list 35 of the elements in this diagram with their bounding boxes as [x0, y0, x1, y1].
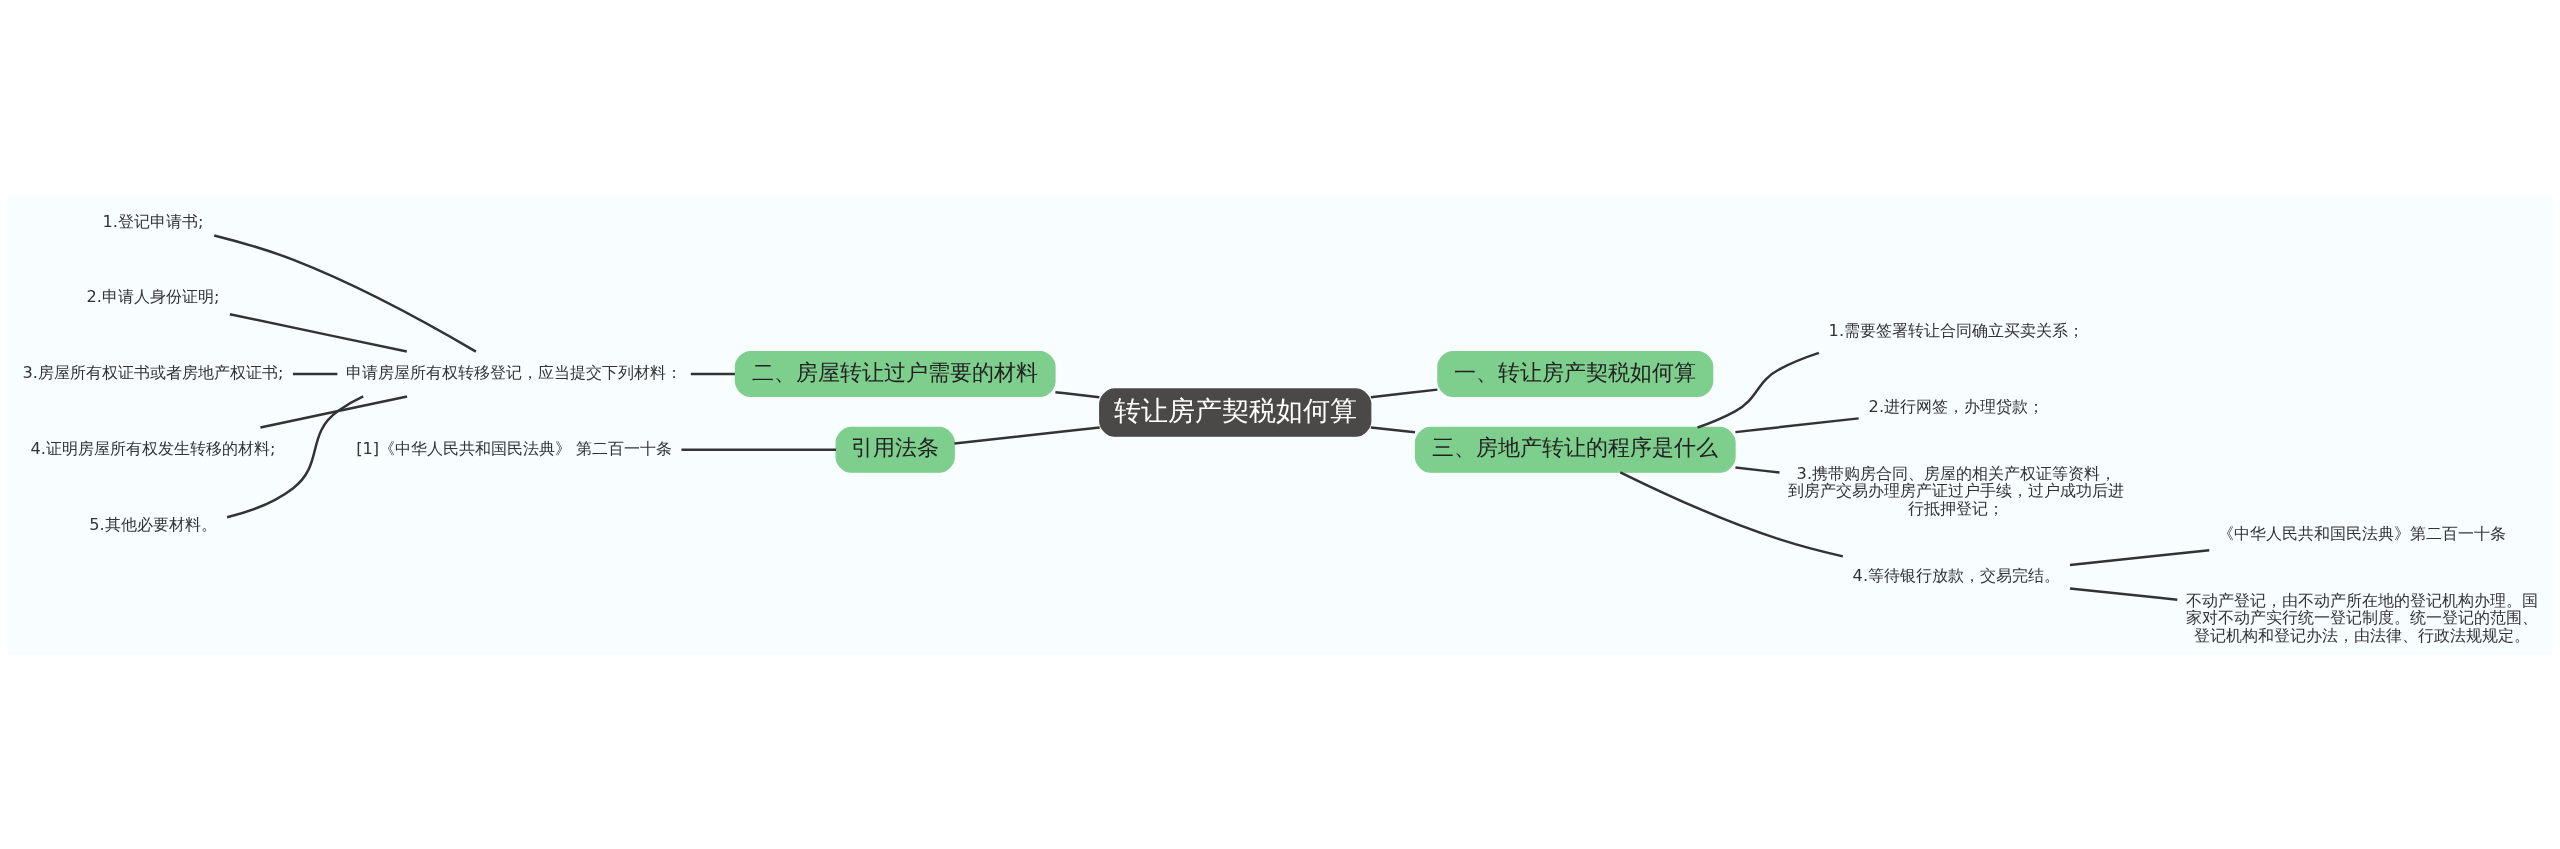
connector [1370, 425, 1416, 434]
connector [1697, 351, 1820, 429]
node-box: 一、转让房产契税如何算 [1437, 350, 1714, 397]
node-box: 三、房地产转让的程序是什么 [1414, 426, 1736, 473]
connector [1370, 387, 1438, 398]
node-text: [1]《中华人民共和国民法典》 第二百一十条 [356, 438, 673, 458]
connector [2069, 548, 2210, 566]
node-text: 申请房屋所有权转移登记，应当提交下列材料： [346, 362, 683, 382]
node-box: 引用法条 [835, 426, 955, 473]
connector [1735, 465, 1780, 474]
connector [681, 448, 836, 451]
node-text: 3.房屋所有权证书或者房地产权证书; [22, 362, 284, 382]
node-text: 1.登记申请书; [102, 211, 204, 231]
connector [690, 372, 735, 375]
node-text: 3.携带购房合同、房屋的相关产权证等资料，到房产交易办理房产证过户手续，过户成功后进行抵押登记； [1788, 463, 2125, 518]
connector [1619, 470, 1844, 558]
node-text: 1.需要签署转让合同确立买卖关系； [1828, 320, 2085, 340]
connector [226, 394, 364, 518]
node-box: 二、房屋转让过户需要的材料 [734, 350, 1056, 397]
node-text: 2.进行网签，办理贷款； [1868, 396, 2045, 416]
connector [229, 312, 408, 353]
node-box: 转让房产契税如何算 [1099, 387, 1372, 437]
node-text: 4.等待银行放款，交易完结。 [1852, 565, 2061, 585]
connector [260, 394, 408, 429]
node-text: 《中华人民共和国民法典》第二百一十条 [2218, 523, 2507, 543]
node-text: 不动产登记，由不动产所在地的登记机构办理。国家对不动产实行统一登记制度。统一登记的范围、登记机构和登记办法，由法律、行政法规规定。 [2186, 590, 2539, 645]
connector [213, 233, 477, 353]
node-text: 2.申请人身份证明; [86, 286, 220, 306]
connector [1055, 390, 1100, 398]
connector [954, 425, 1100, 445]
node-text: 5.其他必要材料。 [89, 514, 217, 534]
connector [292, 372, 338, 375]
connector [2069, 586, 2178, 601]
connector [1735, 416, 1859, 433]
node-text: 4.证明房屋所有权发生转移的材料; [30, 438, 276, 458]
